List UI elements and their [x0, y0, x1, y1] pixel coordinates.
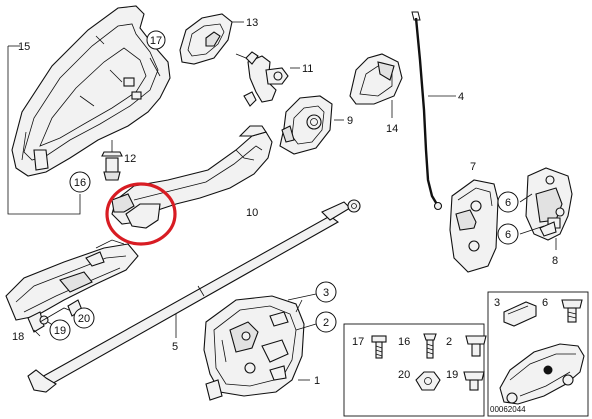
svg-text:16: 16 — [398, 336, 410, 348]
part-1-door-lock[interactable] — [203, 295, 310, 401]
part-6-screw-upper[interactable] — [519, 193, 533, 203]
location-marker — [543, 365, 553, 375]
svg-text:16: 16 — [74, 177, 86, 189]
label-13: 13 — [246, 17, 258, 29]
leader-2 — [295, 323, 317, 331]
part-10-outer-handle[interactable] — [111, 125, 273, 229]
svg-text:2: 2 — [323, 317, 329, 329]
fastener-legend: 17 16 2 20 19 — [343, 323, 487, 417]
label-10: 10 — [246, 207, 258, 219]
part-15-handle-carrier[interactable] — [7, 5, 171, 215]
label-9: 9 — [347, 115, 353, 127]
callout-6-upper: 6 — [497, 191, 519, 213]
part-9-cylinder-housing[interactable] — [279, 95, 344, 155]
svg-text:20: 20 — [78, 313, 90, 325]
label-7: 7 — [470, 161, 476, 173]
svg-text:19: 19 — [54, 325, 66, 337]
label-15: 15 — [18, 41, 30, 53]
callout-19: 19 — [49, 319, 71, 341]
label-11: 11 — [302, 63, 313, 75]
part-7-striker-plate[interactable] — [449, 179, 499, 273]
label-18: 18 — [12, 331, 24, 343]
screw-16[interactable] — [423, 333, 437, 359]
svg-text:3: 3 — [494, 297, 500, 309]
screw-19[interactable] — [463, 371, 485, 391]
part-4-actuating-rod[interactable] — [411, 11, 456, 211]
part-14-cover-cap[interactable] — [349, 53, 403, 118]
svg-text:17: 17 — [150, 35, 162, 47]
label-5: 5 — [172, 341, 178, 353]
callout-3: 3 — [315, 281, 337, 303]
svg-text:3: 3 — [323, 287, 329, 299]
highlight-circle — [105, 182, 177, 246]
callout-16: 16 — [69, 171, 91, 193]
svg-text:6: 6 — [542, 297, 548, 309]
vehicle-silhouette-icon — [499, 343, 585, 405]
callout-20: 20 — [73, 307, 95, 329]
diagram-code: 00062044 — [490, 405, 526, 414]
svg-text:6: 6 — [505, 197, 511, 209]
part-12-rubber-buffer[interactable] — [101, 140, 123, 181]
label-8: 8 — [552, 255, 558, 267]
label-12: 12 — [124, 153, 136, 165]
part-8-striker-bracket[interactable] — [525, 167, 573, 250]
svg-text:2: 2 — [446, 336, 452, 348]
svg-text:6: 6 — [505, 229, 511, 241]
part-5-linkage-rod[interactable] — [27, 199, 361, 393]
callout-6-lower: 6 — [497, 223, 519, 245]
leader-3 — [287, 293, 317, 301]
nut-20[interactable] — [415, 371, 441, 391]
clip-3[interactable] — [503, 301, 537, 327]
label-4: 4 — [458, 91, 464, 103]
part-6-screw-lower[interactable] — [519, 221, 557, 237]
screw-6[interactable] — [561, 299, 583, 323]
callout-2: 2 — [315, 311, 337, 333]
label-1: 1 — [314, 375, 320, 387]
vehicle-reference-legend: 3 6 00062044 — [487, 291, 589, 417]
callout-17: 17 — [146, 30, 166, 50]
svg-text:19: 19 — [446, 369, 458, 381]
label-14: 14 — [386, 123, 398, 135]
part-inner-release-assembly[interactable] — [5, 239, 139, 337]
bolt-17[interactable] — [371, 335, 387, 359]
part-11-cylinder-bracket[interactable] — [235, 51, 300, 107]
screw-2[interactable] — [465, 335, 487, 357]
svg-text:20: 20 — [398, 369, 410, 381]
part-13-gasket[interactable] — [179, 13, 244, 65]
svg-text:17: 17 — [352, 336, 364, 348]
